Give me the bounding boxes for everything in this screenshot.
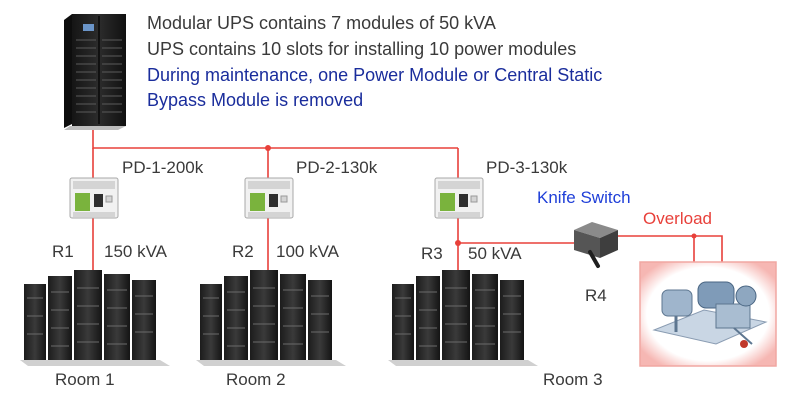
machine-block	[715, 303, 751, 329]
breaker-terminals	[73, 181, 115, 189]
circuit-id-r1: R1	[52, 242, 74, 261]
junction-dot	[455, 240, 461, 246]
switch-front	[574, 230, 600, 258]
description-line-1: Modular UPS contains 7 modules of 50 kVA	[147, 13, 496, 33]
rack-vents	[27, 287, 153, 347]
knife-switch-label: Knife Switch	[537, 188, 631, 207]
breaker-bottom-terminals	[73, 212, 115, 217]
ups-cabinet-icon	[64, 14, 126, 130]
circuit-id-r3: R3	[421, 244, 443, 263]
power-wiring	[92, 128, 723, 270]
rack-unit	[132, 280, 156, 360]
switch-handle	[588, 250, 600, 268]
rack-unit	[48, 276, 72, 360]
rack-floor-shadow	[20, 360, 170, 366]
breaker-test-button	[105, 195, 113, 203]
description-line-4: Bypass Module is removed	[147, 90, 364, 110]
breaker-label-pd1: PD-1-200k	[122, 158, 204, 177]
server-rack-icon	[388, 270, 538, 366]
circuit-load-r2: 100 kVA	[276, 242, 340, 261]
circuit-breaker-icon	[244, 177, 294, 219]
room-label-1: Room 1	[55, 370, 115, 389]
description-line-2: UPS contains 10 slots for installing 10 …	[147, 39, 577, 59]
machine-pipe-valve	[740, 340, 748, 348]
description-line-3: During maintenance, one Power Module or …	[147, 65, 603, 85]
junction-dot	[691, 233, 697, 239]
knife-switch-icon	[574, 222, 618, 268]
room-label-2: Room 2	[226, 370, 286, 389]
machine-flywheel	[735, 285, 757, 307]
overload-label: Overload	[643, 209, 712, 228]
junction-dots	[265, 145, 697, 246]
ups-shadow	[64, 126, 126, 130]
rack-unit	[104, 274, 130, 360]
server-rack-icon	[20, 270, 170, 366]
switch-side	[600, 230, 618, 258]
machine-tank	[661, 289, 693, 317]
server-rack-icon	[196, 270, 346, 366]
ups-side	[64, 14, 72, 128]
circuit-breaker-icon	[69, 177, 119, 219]
rack-unit	[74, 270, 102, 360]
ups-feed-wire	[92, 128, 458, 149]
switch-top	[574, 222, 618, 238]
breaker-label-pd2: PD-2-130k	[296, 158, 378, 177]
circuit-id-r2: R2	[232, 242, 254, 261]
breaker-toggle	[94, 194, 103, 207]
junction-dot	[265, 145, 271, 151]
rack-unit	[24, 284, 46, 360]
circuit-load-r1: 150 kVA	[104, 242, 168, 261]
circuit-breaker-icon	[434, 177, 484, 219]
circuit-load-r3: 50 kVA	[468, 244, 522, 263]
breaker-label-pd3: PD-3-130k	[486, 158, 568, 177]
circuit-id-r4: R4	[585, 286, 607, 305]
room-label-3: Room 3	[543, 370, 603, 389]
machine-pipe	[733, 327, 753, 345]
breaker-label-plate	[75, 193, 90, 211]
ups-module-slots	[76, 39, 122, 113]
overload-wire	[616, 235, 723, 262]
generator-machine-icon	[639, 261, 777, 367]
ups-display	[83, 24, 94, 31]
